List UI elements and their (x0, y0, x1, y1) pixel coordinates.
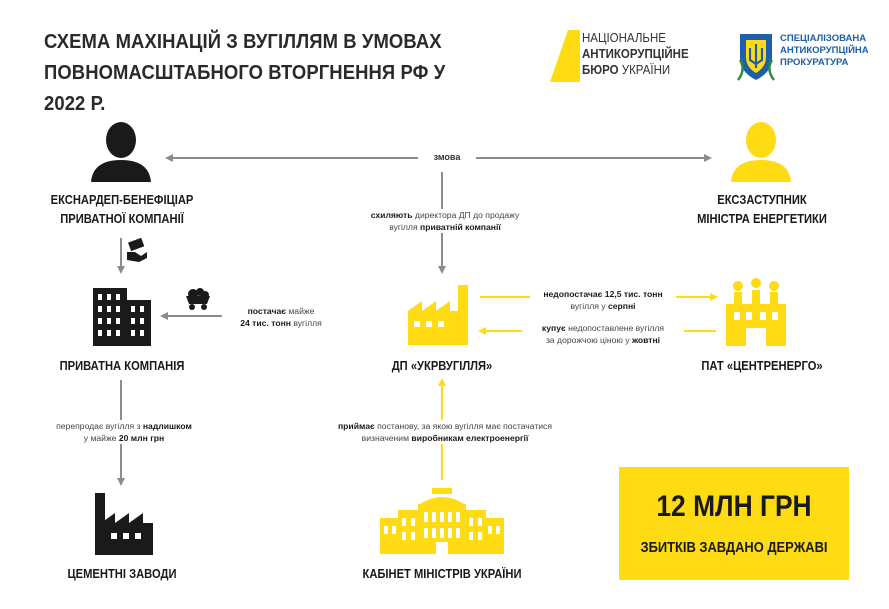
damage-box (619, 467, 849, 580)
ukrvuhillia-label: ДП «УКРВУГІЛЛЯ» (391, 358, 493, 373)
page-title: СХЕМА МАХІНАЦІЙ З ВУГІЛЛЯМ В УМОВАХ ПОВН… (44, 30, 446, 115)
bribe-hand-icon (127, 238, 147, 262)
cement-factory-icon (95, 493, 153, 555)
private-company-building-icon (93, 288, 151, 346)
ukrvuhillia-factory-icon (408, 285, 468, 345)
nabu-logo-text: НАЦІОНАЛЬНЕ АНТИКОРУПЦІЙНЕ БЮРО УКРАЇНИ (582, 31, 689, 77)
ex-minister-person-icon (731, 122, 791, 182)
resell-label: перепродає вугілля з надлишком у майже 2… (36, 420, 212, 444)
ex-deputy-person-icon (91, 122, 151, 182)
damage-amount: 12 МЛН ГРН (656, 490, 812, 523)
sap-logo-text: СПЕЦІАЛІЗОВАНА АНТИКОРУПЦІЙНА ПРОКУРАТУР… (780, 33, 869, 68)
buys-label: купує недопоставлене вугілля за дорожчою… (522, 322, 684, 346)
private-company-label: ПРИВАТНА КОМПАНІЯ (59, 358, 185, 373)
undersupply-label: недопостачає 12,5 тис. тонн вугілля у се… (530, 288, 676, 312)
cement-label: ЦЕМЕНТНІ ЗАВОДИ (67, 566, 177, 581)
resolution-label: приймає постанову, за якою вугілля має п… (322, 420, 568, 444)
cabinet-label: КАБІНЕТ МІНІСТРІВ УКРАЇНИ (362, 566, 522, 581)
nabu-logo-icon (550, 30, 580, 82)
exminister-label: ЕКСЗАСТУПНИК МІНІСТРА ЕНЕРГЕТИКИ (697, 192, 827, 226)
collusion-label: змова (418, 152, 476, 162)
centrenergo-label: ПАТ «ЦЕНТРЕНЕРГО» (701, 358, 823, 373)
coal-cart-icon (186, 288, 210, 310)
sap-emblem-icon (737, 34, 775, 81)
supply-label: постачає майже 24 тис. тонн вугілля (222, 305, 340, 329)
damage-caption: ЗБИТКІВ ЗАВДАНО ДЕРЖАВІ (640, 539, 828, 556)
centrenergo-plant-icon (726, 278, 786, 346)
cabinet-building-icon (380, 488, 504, 554)
exdeputy-label: ЕКСНАРДЕП-БЕНЕФІЦІАР ПРИВАТНОЇ КОМПАНІЇ (50, 192, 194, 226)
persuade-label: схиляють директора ДП до продажу вугілля… (352, 209, 538, 233)
